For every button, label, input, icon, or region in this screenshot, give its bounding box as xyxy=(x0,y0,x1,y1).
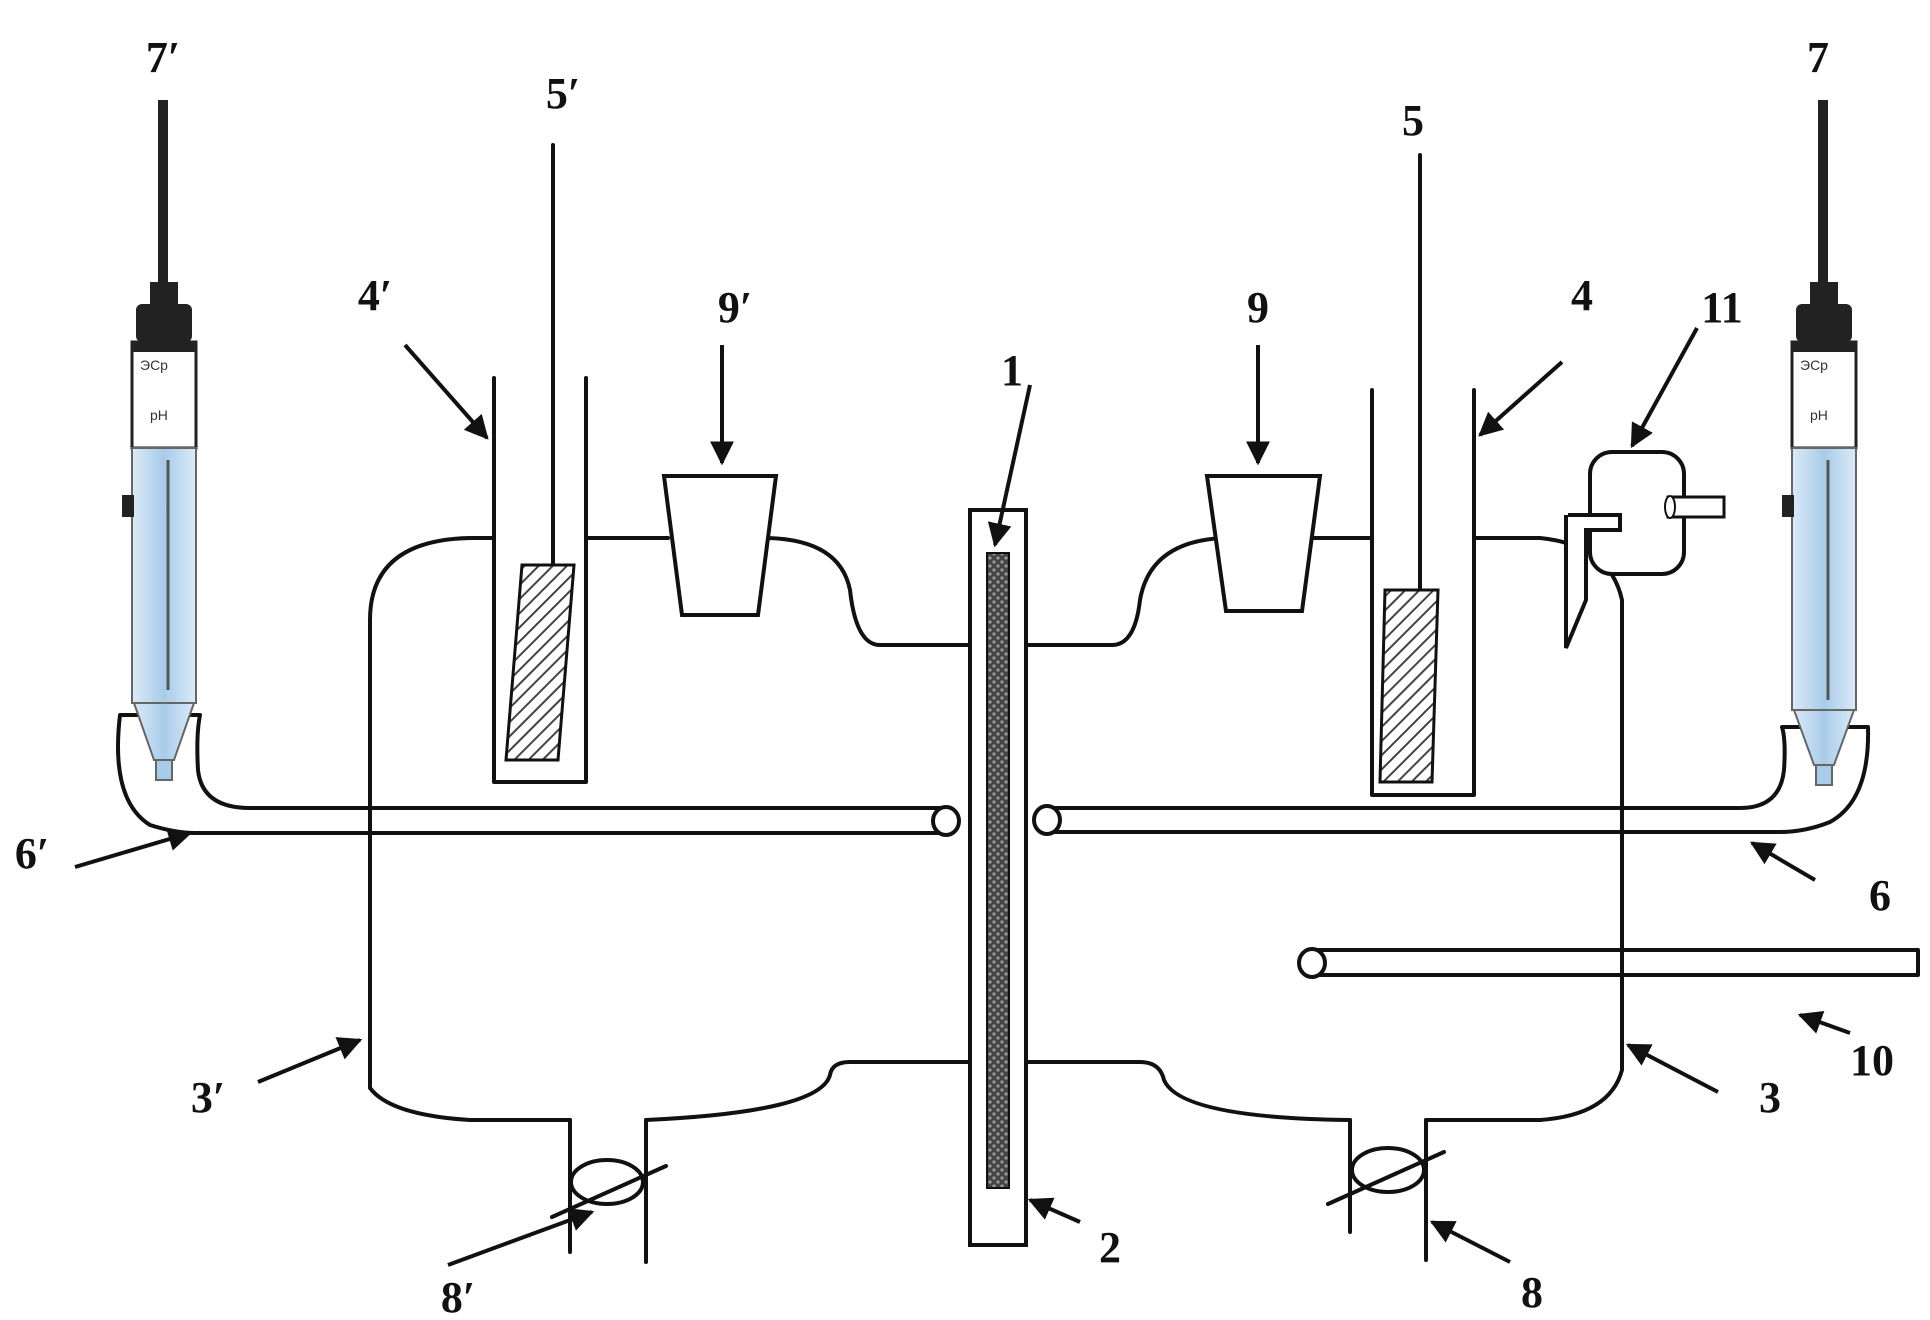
electrode-holder-left xyxy=(492,376,588,784)
tube-right-end xyxy=(1032,804,1062,836)
vent xyxy=(1564,450,1726,649)
label-1: 1 xyxy=(1001,346,1023,395)
svg-text:pH: pH xyxy=(1810,407,1828,423)
arrow-11 xyxy=(1630,327,1699,449)
chamber-left-outline xyxy=(368,536,982,1122)
arrow-4 xyxy=(1478,360,1564,437)
arrow-8 xyxy=(1429,1220,1511,1264)
label-11: 11 xyxy=(1701,283,1743,332)
label-5-prime: 5′ xyxy=(546,69,580,118)
label-2: 2 xyxy=(1099,1223,1121,1272)
label-7-prime: 7′ xyxy=(146,33,180,82)
arrow-3-prime xyxy=(257,1037,363,1084)
valve-left xyxy=(550,1118,668,1264)
electrode-left xyxy=(504,563,576,762)
label-3: 3 xyxy=(1759,1073,1781,1122)
label-4-prime: 4′ xyxy=(358,271,392,320)
label-9: 9 xyxy=(1247,283,1269,332)
label-7: 7 xyxy=(1807,33,1829,82)
label-8-prime: 8′ xyxy=(441,1273,475,1320)
label-9-prime: 9′ xyxy=(718,283,752,332)
arrow-4-prime xyxy=(403,343,489,440)
svg-text:ЭСр: ЭСр xyxy=(1800,357,1828,373)
label-3-prime: 3′ xyxy=(191,1073,225,1122)
label-4: 4 xyxy=(1571,271,1593,320)
arrow-3 xyxy=(1625,1043,1719,1094)
probe-right: ЭСр pH xyxy=(1782,100,1858,786)
stopper-left xyxy=(661,474,779,617)
label-6: 6 xyxy=(1869,871,1891,920)
probe-left: ЭСр pH xyxy=(122,100,198,781)
electrode-holder-right xyxy=(1370,388,1476,797)
label-8: 8 xyxy=(1521,1268,1543,1317)
label-10: 10 xyxy=(1850,1036,1894,1085)
arrow-10 xyxy=(1797,1011,1851,1035)
label-5: 5 xyxy=(1402,96,1424,145)
pipe xyxy=(1310,948,1920,977)
arrow-2 xyxy=(1027,1197,1081,1224)
tube-right xyxy=(1045,725,1871,834)
label-6-prime: 6′ xyxy=(15,829,49,878)
pipe-end xyxy=(1297,947,1327,979)
electrode-right xyxy=(1378,588,1440,784)
chamber-right-outline xyxy=(1016,536,1624,1122)
arrow-8-prime xyxy=(447,1208,595,1267)
svg-text:ЭСр: ЭСр xyxy=(140,357,168,373)
svg-text:pH: pH xyxy=(150,407,168,423)
arrow-1 xyxy=(987,384,1032,548)
arrow-6 xyxy=(1749,841,1817,882)
stopper-right xyxy=(1204,474,1323,613)
tube-left-end xyxy=(931,805,961,837)
tube-left xyxy=(116,713,948,835)
membrane xyxy=(986,552,1010,1189)
valve-right xyxy=(1326,1118,1446,1262)
arrow-6-prime xyxy=(74,827,193,869)
